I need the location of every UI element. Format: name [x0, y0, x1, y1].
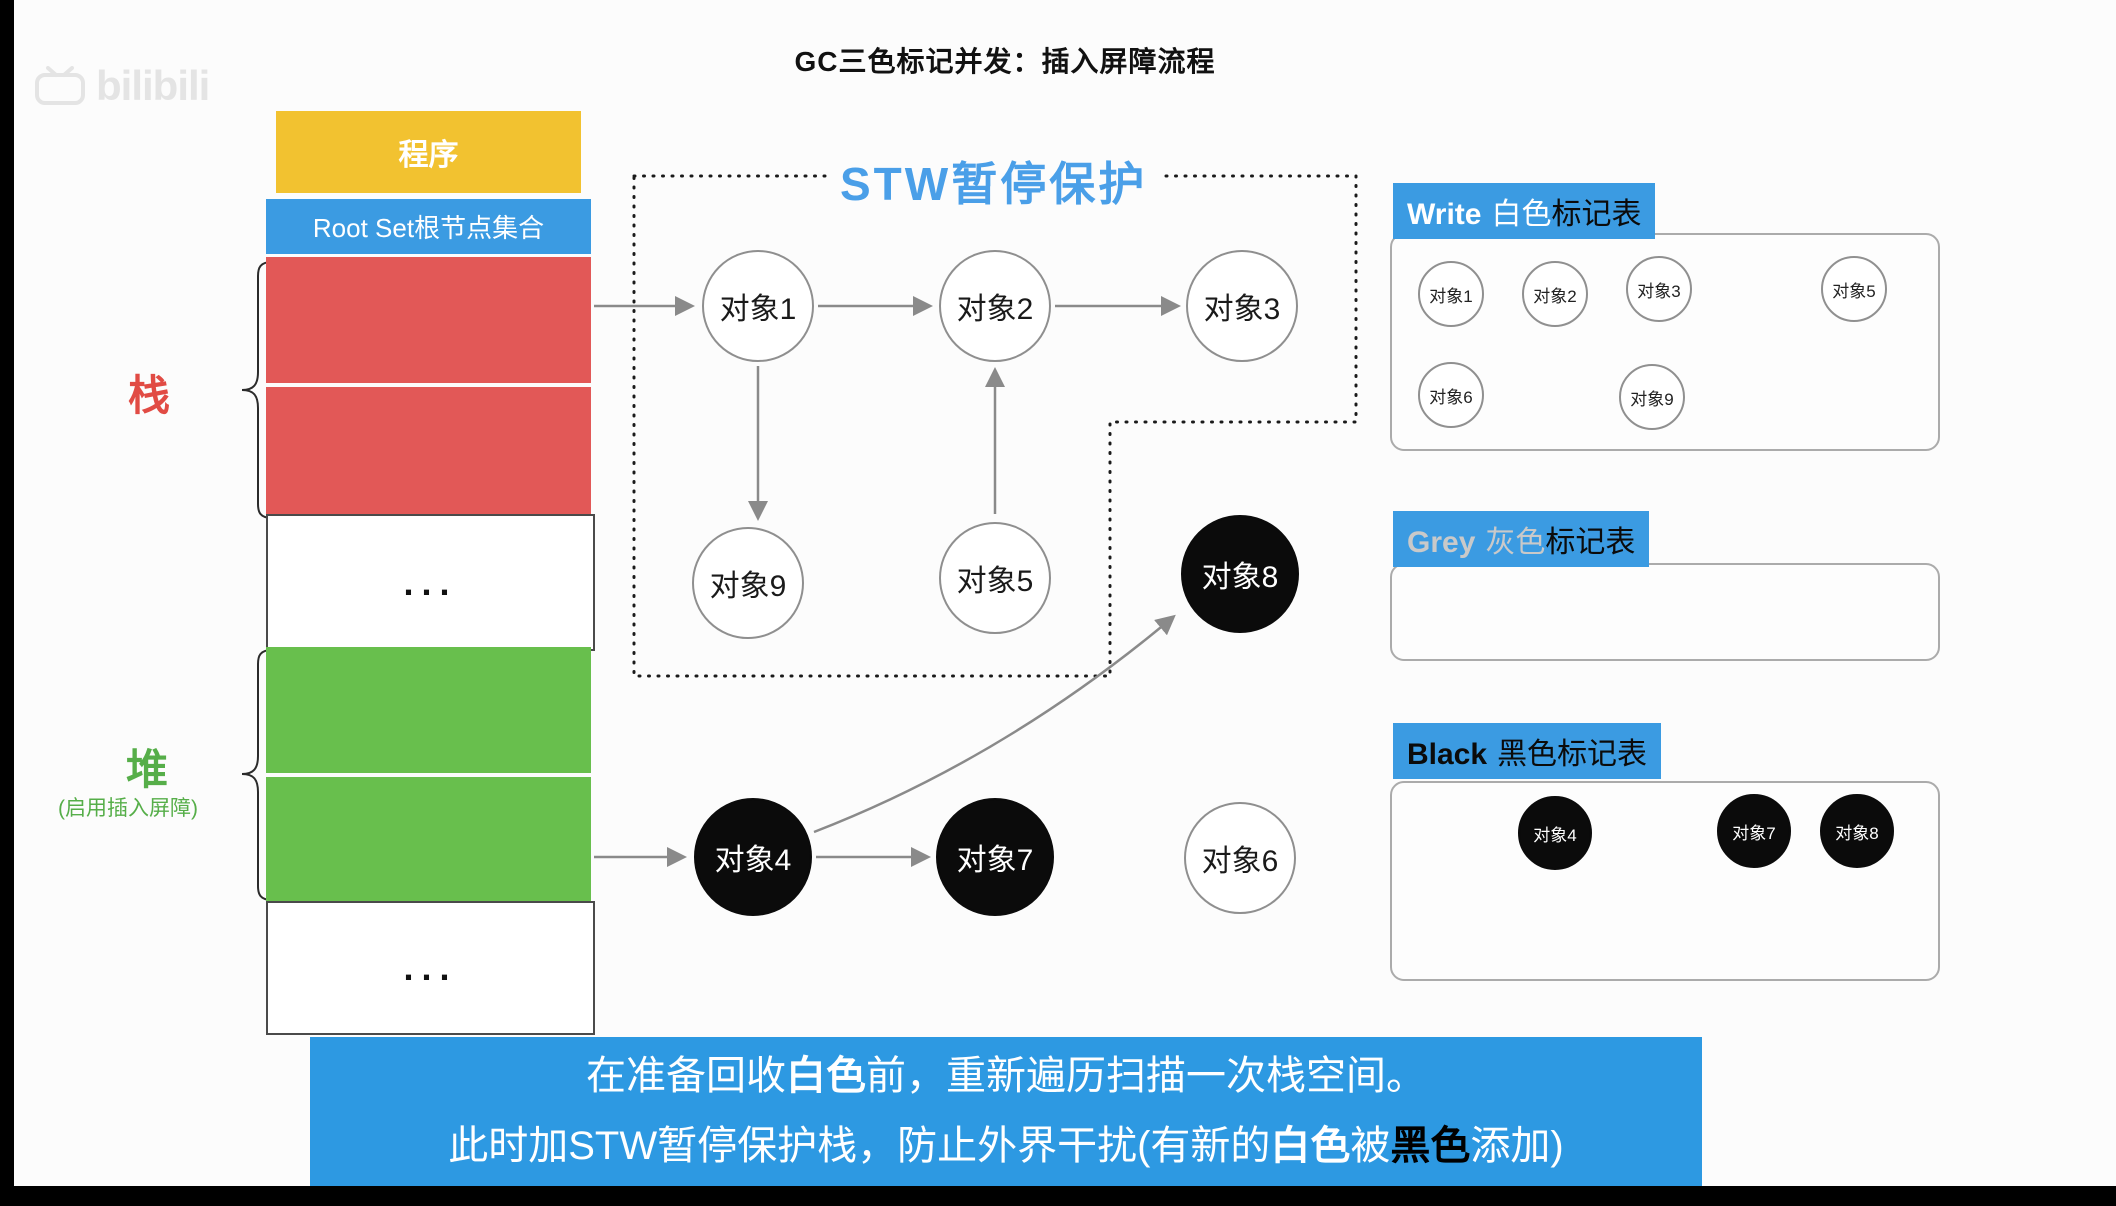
grey-table-suffix: 标记表: [1545, 526, 1636, 559]
item-label: 对象4: [1533, 825, 1577, 845]
stw-title: STW暂停保护: [828, 148, 1160, 214]
bottom-black-edge: [0, 1186, 2116, 1206]
node-label: 对象2: [956, 293, 1034, 326]
item-label: 对象8: [1835, 823, 1879, 843]
white-table-item: 对象3: [1626, 256, 1692, 322]
root-set-label: Root Set根节点集合: [312, 213, 545, 243]
white-table-prefix: Write: [1407, 198, 1482, 231]
banner-emphasis-black: 黑色: [1390, 1124, 1471, 1168]
banner-text-segment: 被: [1350, 1124, 1391, 1168]
grey-table-header: Grey 灰色 标记表: [1393, 511, 1650, 567]
graph-node-obj2: 对象2: [939, 250, 1051, 362]
page-title: GC三色标记并发：插入屏障流程: [794, 46, 1216, 77]
banner-text-segment: 前，重新遍历扫描一次栈空间。: [866, 1054, 1426, 1098]
node-label: 对象9: [709, 570, 787, 603]
white-table-item: 对象1: [1418, 261, 1484, 327]
banner-line-1: 在准备回收白色前，重新遍历扫描一次栈空间。: [310, 1041, 1702, 1111]
stack-slot-red-2: [266, 387, 591, 514]
bilibili-watermark: bilibili: [34, 62, 210, 110]
node-label: 对象6: [1201, 845, 1279, 878]
stack-label: 栈: [128, 372, 171, 419]
ellipsis-text: ...: [403, 561, 458, 603]
item-label: 对象3: [1637, 281, 1681, 301]
node-label: 对象7: [956, 844, 1034, 877]
bottom-banner: 在准备回收白色前，重新遍历扫描一次栈空间。 此时加STW暂停保护栈，防止外界干扰…: [310, 1037, 1702, 1186]
graph-node-obj8: 对象8: [1181, 515, 1299, 633]
item-label: 对象7: [1732, 823, 1776, 843]
stack-ellipsis-box: ...: [266, 514, 595, 651]
heap-label: 堆: [126, 746, 169, 793]
graph-node-obj4: 对象4: [694, 798, 812, 916]
white-table-item: 对象5: [1821, 256, 1887, 322]
node-label: 对象8: [1201, 561, 1279, 594]
graph-node-obj6: 对象6: [1184, 802, 1296, 914]
graph-node-obj3: 对象3: [1186, 250, 1298, 362]
program-label: 程序: [398, 139, 459, 172]
item-label: 对象1: [1429, 286, 1473, 306]
white-table-suffix: 标记表: [1551, 198, 1642, 231]
graph-node-obj9: 对象9: [692, 527, 804, 639]
banner-text-segment: 此时加STW暂停保护栈，防止外界干扰(有新的: [448, 1124, 1271, 1168]
node-label: 对象4: [714, 844, 792, 877]
node-label: 对象5: [956, 565, 1034, 598]
ellipsis-text: ...: [403, 947, 458, 988]
heap-slot-green-1: [266, 647, 591, 773]
bilibili-tv-icon: [35, 66, 85, 105]
black-table-header: Black 黑色 标记表: [1393, 723, 1662, 779]
item-label: 对象2: [1533, 286, 1577, 306]
heap-slot-green-2: [266, 777, 591, 901]
graph-node-obj7: 对象7: [936, 798, 1054, 916]
stack-slot-red-1: [266, 257, 591, 383]
black-table-suffix: 标记表: [1557, 738, 1648, 771]
black-table-colorword: 黑色: [1497, 738, 1558, 771]
banner-emphasis-white: 白色: [786, 1054, 866, 1098]
white-table-colorword: 白色: [1491, 198, 1552, 231]
root-set-box: Root Set根节点集合: [266, 199, 591, 254]
white-table-header: Write 白色 标记表: [1393, 183, 1656, 239]
graph-node-obj5: 对象5: [939, 522, 1051, 634]
white-table-item: 对象9: [1619, 364, 1685, 430]
item-label: 对象6: [1429, 387, 1473, 407]
heap-ellipsis-box: ...: [266, 901, 595, 1035]
white-table-item: 对象2: [1522, 261, 1588, 327]
banner-emphasis-white: 白色: [1270, 1124, 1351, 1168]
banner-line-2: 此时加STW暂停保护栈，防止外界干扰(有新的白色被黑色添加): [310, 1111, 1702, 1181]
white-table-item: 对象6: [1418, 362, 1484, 428]
banner-text-segment: 添加): [1470, 1124, 1564, 1168]
program-box: 程序: [276, 111, 581, 193]
node-label: 对象3: [1203, 293, 1281, 326]
item-label: 对象9: [1630, 389, 1674, 409]
black-table-item: 对象7: [1717, 794, 1791, 868]
heap-insert-barrier-note: (启用插入屏障): [58, 797, 198, 820]
black-table-item: 对象8: [1820, 794, 1894, 868]
black-table-item: 对象4: [1518, 796, 1592, 870]
node-label: 对象1: [719, 293, 797, 326]
grey-table-box: [1390, 563, 1940, 661]
banner-text-segment: 在准备回收: [586, 1054, 786, 1098]
left-black-edge: [0, 0, 14, 1206]
grey-table-prefix: Grey: [1407, 526, 1476, 559]
grey-table-colorword: 灰色: [1485, 526, 1546, 559]
graph-node-obj1: 对象1: [702, 250, 814, 362]
watermark-text: bilibili: [96, 62, 210, 109]
black-table-prefix: Black: [1407, 738, 1488, 771]
item-label: 对象5: [1832, 281, 1876, 301]
